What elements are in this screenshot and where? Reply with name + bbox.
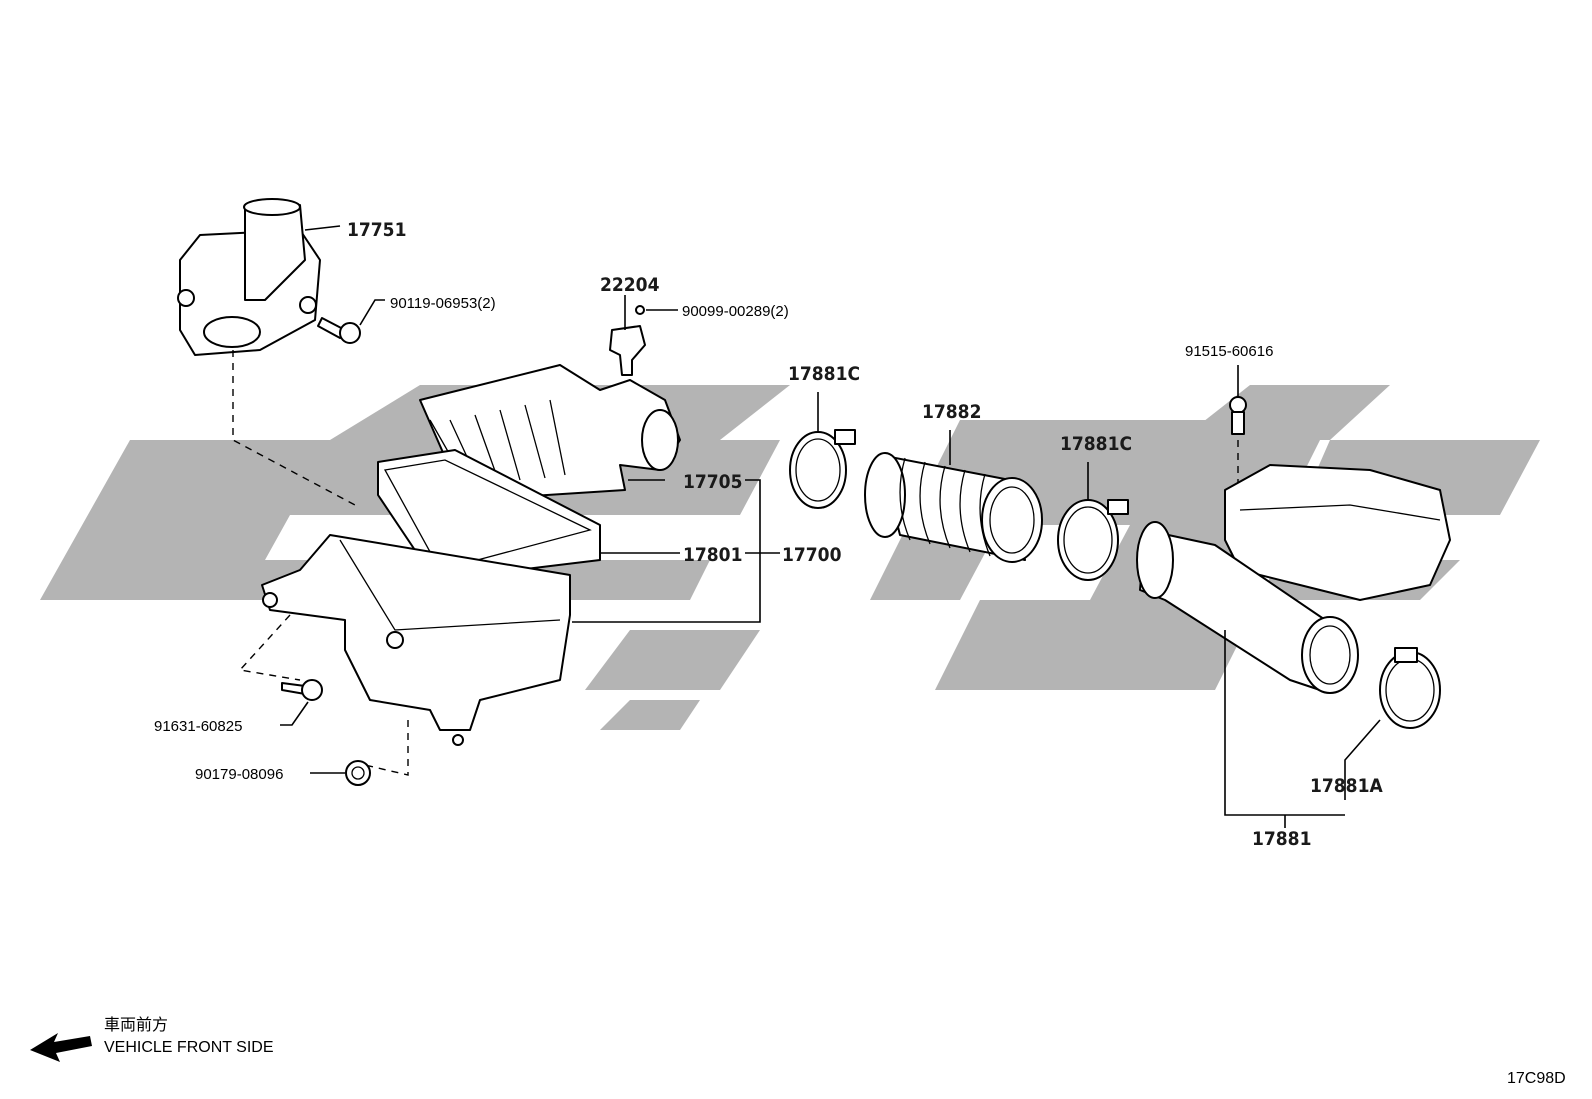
label-90179: 90179-08096	[195, 766, 283, 783]
filter-element-17801	[377, 449, 680, 581]
label-17881: 17881	[1252, 828, 1311, 850]
arrow-left-icon	[30, 1033, 92, 1062]
label-17881c-left: 17881C	[788, 363, 860, 385]
label-17700: 17700	[782, 544, 842, 566]
bracket-17881	[1224, 630, 1345, 816]
air-cleaner-case	[261, 534, 571, 746]
label-90099: 90099-00289(2)	[682, 303, 789, 320]
label-17751: 17751	[347, 219, 406, 241]
label-22204: 22204	[600, 274, 660, 296]
hose-17882	[864, 430, 1043, 563]
label-17801: 17801	[683, 544, 742, 566]
sensor-22204	[609, 295, 678, 376]
part-17751-duct	[177, 198, 341, 356]
bracket-17700	[572, 479, 761, 623]
label-91631: 91631-60825	[154, 718, 242, 735]
bolt-91631	[280, 679, 323, 726]
label-90119: 90119-06953(2)	[390, 295, 496, 312]
label-17705: 17705	[683, 471, 742, 493]
connector-17751	[232, 350, 356, 506]
direction-note: 車両前方 VEHICLE FRONT SIDE	[30, 1016, 274, 1062]
label-17881a: 17881A	[1310, 775, 1383, 797]
label-91515: 91515-60616	[1185, 343, 1273, 360]
connector-91631	[238, 614, 301, 681]
clamp-17881a	[1344, 647, 1441, 800]
direction-note-en: VEHICLE FRONT SIDE	[104, 1039, 274, 1056]
connector-90179	[364, 720, 409, 776]
bolt-90119	[317, 299, 385, 344]
direction-note-jp: 車両前方	[104, 1016, 168, 1034]
clamp-17881c-left	[789, 392, 856, 509]
label-17881c-right: 17881C	[1060, 433, 1132, 455]
part-labels: 17751 90119-06953(2) 22204 90099-00289(2…	[154, 219, 1383, 850]
figure-code: 17C98D	[1507, 1070, 1566, 1087]
clip-90179	[310, 760, 371, 786]
clamp-17881c-right	[1057, 462, 1129, 581]
label-17882: 17882	[922, 401, 981, 423]
resonator-17881	[1136, 464, 1451, 694]
